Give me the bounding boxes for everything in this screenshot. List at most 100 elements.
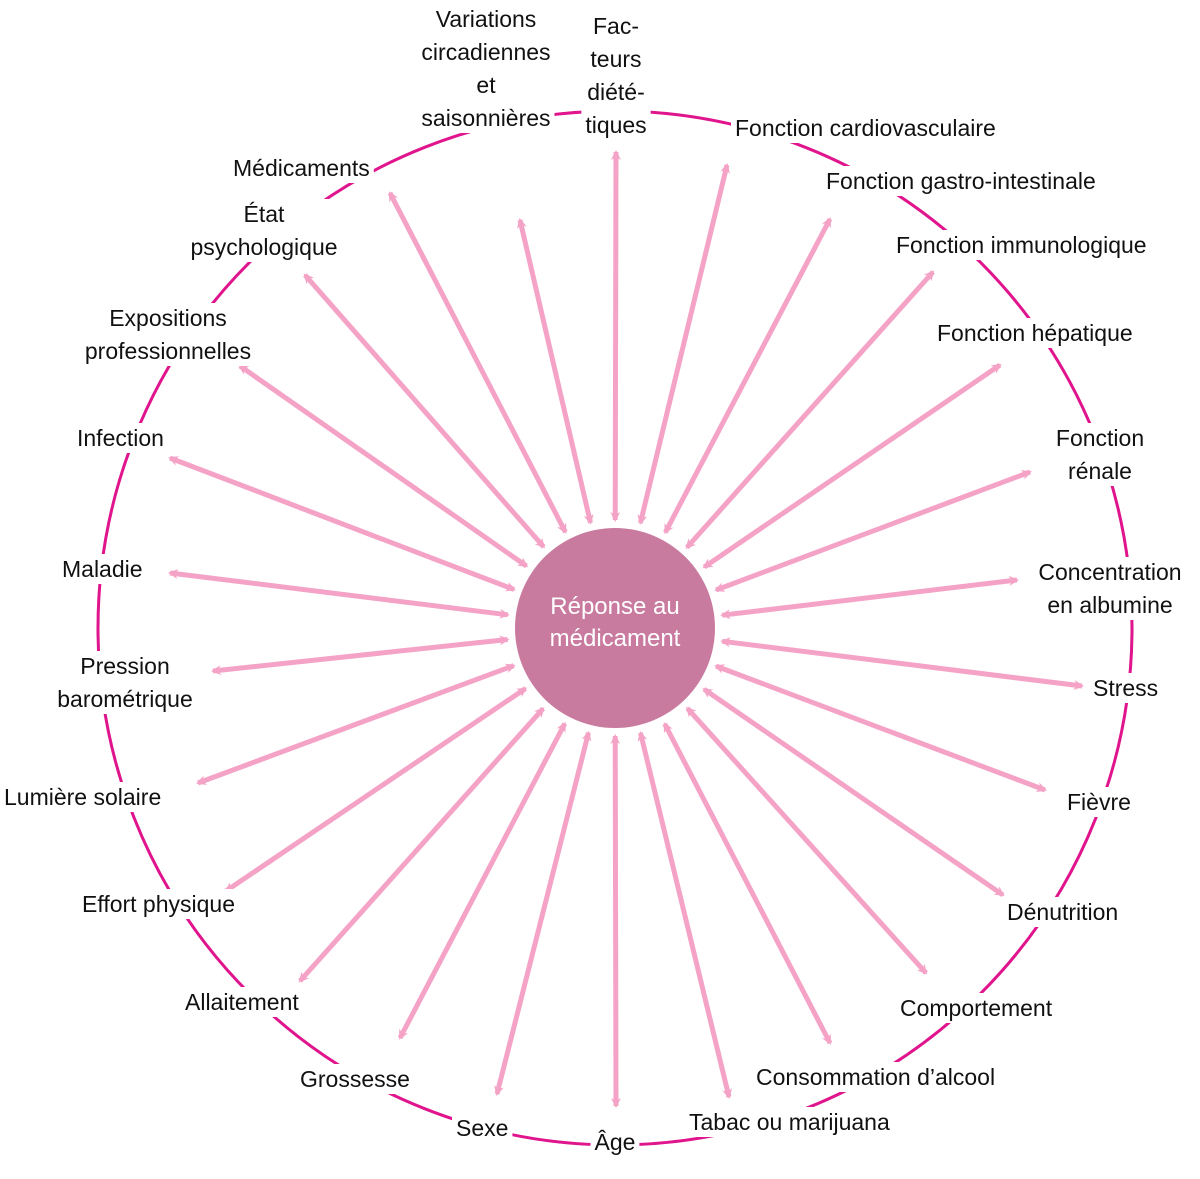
label-background — [1003, 897, 1123, 927]
label-background — [1063, 787, 1135, 817]
label-fonction-hepatique: Fonction hépatique — [937, 320, 1133, 346]
label-tabac-marijuana: Tabac ou marijuana — [689, 1109, 890, 1135]
label-background — [181, 987, 304, 1017]
label-denutrition: Dénutrition — [1007, 899, 1118, 925]
label-fonction-immunologique: Fonction immunologique — [896, 232, 1147, 258]
arrow-age — [610, 734, 621, 1108]
arrow-variations-circadiennes — [516, 218, 594, 525]
label-line: Fonction gastro-intestinale — [826, 168, 1096, 194]
label-infection: Infection — [77, 425, 164, 451]
label-background — [1051, 423, 1149, 486]
arrow-fonction-renale — [714, 469, 1032, 593]
arrow-lumiere-solaire — [196, 663, 516, 786]
label-concentration-albumine: Concentration en albumine — [1038, 559, 1181, 618]
label-line: Fonction hépatique — [937, 320, 1133, 346]
label-backgrounds — [0, 4, 1186, 1157]
label-background — [296, 1064, 414, 1094]
label-line: diété- — [587, 79, 645, 105]
label-pression-barometrique: Pression barométrique — [57, 653, 193, 712]
arrow-fonction-gastro-intestinale — [663, 217, 833, 535]
arrow-fievre — [714, 663, 1047, 793]
label-line: en albumine — [1047, 592, 1172, 618]
label-maladie: Maladie — [62, 556, 143, 582]
label-background — [0, 782, 166, 812]
label-age: Âge — [595, 1129, 636, 1155]
label-line: Fonction cardiovasculaire — [735, 115, 996, 141]
label-comportement: Comportement — [900, 995, 1053, 1021]
label-background — [896, 993, 1057, 1023]
label-background — [685, 1107, 894, 1137]
label-line: Fièvre — [1067, 789, 1131, 815]
label-line: Effort physique — [82, 891, 235, 917]
label-line: tiques — [585, 112, 646, 138]
arrow-facteurs-dietetiques — [610, 150, 621, 522]
label-line: Médicaments — [233, 155, 370, 181]
label-line: Comportement — [900, 995, 1053, 1021]
label-background — [822, 166, 1100, 196]
label-expositions-professionnelles: Expositions professionnelles — [85, 305, 251, 364]
label-medicaments: Médicaments — [233, 155, 370, 181]
arrow-stress — [720, 637, 1084, 690]
label-stress: Stress — [1093, 675, 1158, 701]
labels-group: Fac-teurs diété-tiques Fonction cardiovasc… — [4, 6, 1182, 1155]
label-line: barométrique — [57, 686, 193, 712]
arrow-tabac-marijuana — [637, 730, 732, 1099]
label-effort-physique: Effort physique — [82, 891, 235, 917]
label-background — [417, 4, 555, 133]
label-background — [590, 1127, 640, 1157]
label-line: Grossesse — [300, 1066, 410, 1092]
arrow-maladie — [168, 569, 510, 619]
label-line: saisonnières — [421, 105, 550, 131]
label-line: Fac- — [593, 13, 639, 39]
label-line: circadiennes — [421, 39, 550, 65]
label-background — [1089, 673, 1163, 703]
arrow-expositions-professionnelles — [238, 363, 529, 569]
label-line: teurs — [590, 46, 641, 72]
label-background — [186, 199, 342, 262]
arrow-medicaments — [387, 191, 568, 534]
label-line: État — [244, 201, 286, 227]
center-label-line: médicament — [550, 625, 681, 652]
label-background — [78, 889, 239, 919]
label-line: et — [476, 72, 496, 98]
arrow-grossesse — [397, 721, 568, 1040]
label-background — [752, 1062, 1000, 1092]
label-line: Consommation d’alcool — [756, 1064, 995, 1090]
label-line: professionnelles — [85, 338, 251, 364]
label-background — [58, 554, 147, 584]
label-line: Fonction immunologique — [896, 232, 1147, 258]
label-fonction-cardiovasculaire: Fonction cardiovasculaire — [735, 115, 996, 141]
center-circle — [515, 528, 715, 728]
label-fievre: Fièvre — [1067, 789, 1131, 815]
label-line: Lumière solaire — [4, 784, 161, 810]
arrow-concentration-albumine — [720, 575, 1019, 620]
arrow-fonction-immunologique — [685, 270, 935, 550]
label-line: Infection — [77, 425, 164, 451]
arrow-allaitement — [298, 706, 545, 983]
label-background — [53, 651, 197, 714]
label-line: rénale — [1068, 458, 1132, 484]
label-consommation-alcool: Consommation d’alcool — [756, 1064, 995, 1090]
label-background — [452, 1113, 513, 1143]
label-line: Expositions — [109, 305, 227, 331]
label-allaitement: Allaitement — [185, 989, 299, 1015]
arrows-group — [168, 150, 1084, 1108]
label-sexe: Sexe — [456, 1115, 508, 1141]
label-background — [581, 11, 651, 140]
label-lumiere-solaire: Lumière solaire — [4, 784, 161, 810]
arrow-sexe — [494, 730, 592, 1096]
label-line: Pression — [80, 653, 169, 679]
label-line: Concentration — [1038, 559, 1181, 585]
arrow-pression-barometrique — [211, 635, 510, 676]
label-facteurs-dietetiques: Fac-teurs diété-tiques — [585, 13, 646, 138]
arrow-fonction-cardiovasculaire — [637, 163, 730, 525]
label-line: Tabac ou marijuana — [689, 1109, 890, 1135]
label-grossesse: Grossesse — [300, 1066, 410, 1092]
label-fonction-gastro-intestinale: Fonction gastro-intestinale — [826, 168, 1096, 194]
